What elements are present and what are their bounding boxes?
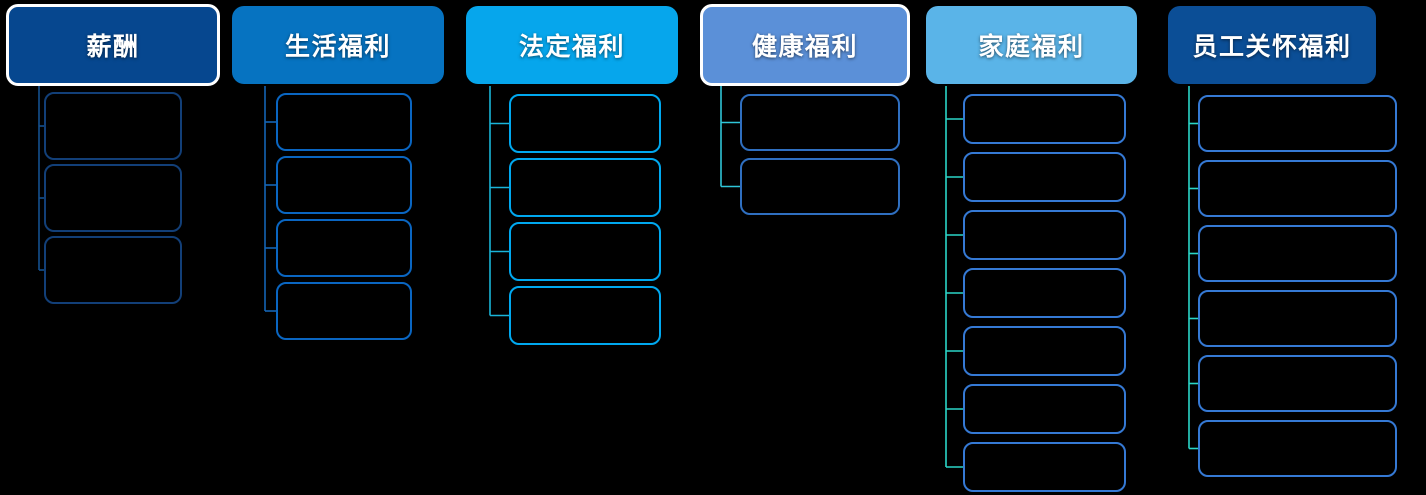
- category-header-label: 法定福利: [518, 33, 625, 61]
- category-column-3: 法定福利: [466, 0, 698, 495]
- benefit-item-label: [278, 158, 410, 212]
- benefit-item-box[interactable]: [44, 92, 182, 160]
- benefit-item-label: [1200, 422, 1395, 475]
- category-header-label: 薪酬: [86, 33, 140, 61]
- category-header-col-statutory-benefits[interactable]: 法定福利: [466, 6, 678, 84]
- benefit-item-box[interactable]: [1198, 420, 1397, 477]
- benefit-item-label: [965, 386, 1124, 432]
- benefit-item-label: [46, 94, 180, 158]
- category-column-2: 生活福利: [232, 0, 464, 495]
- benefit-item-box[interactable]: [509, 286, 661, 345]
- benefit-item-box[interactable]: [276, 93, 412, 151]
- benefit-item-label: [1200, 162, 1395, 215]
- benefit-item-box[interactable]: [740, 158, 900, 215]
- category-header-label: 员工关怀福利: [1192, 33, 1352, 61]
- category-column-1: 薪酬: [6, 0, 240, 495]
- benefit-item-label: [278, 221, 410, 275]
- benefit-item-label: [1200, 227, 1395, 280]
- category-header-col-employee-care-benefits[interactable]: 员工关怀福利: [1168, 6, 1376, 84]
- benefit-item-box[interactable]: [509, 94, 661, 153]
- benefit-item-box[interactable]: [44, 164, 182, 232]
- benefit-item-box[interactable]: [509, 158, 661, 217]
- category-header-col-family-benefits[interactable]: 家庭福利: [926, 6, 1137, 84]
- category-column-6: 员工关怀福利: [1168, 0, 1396, 495]
- benefit-item-box[interactable]: [276, 282, 412, 340]
- benefit-item-box[interactable]: [963, 152, 1126, 202]
- benefit-item-box[interactable]: [963, 268, 1126, 318]
- category-header-col-health-benefits[interactable]: 健康福利: [700, 4, 910, 86]
- benefit-item-label: [965, 154, 1124, 200]
- benefit-item-label: [1200, 292, 1395, 345]
- benefit-item-box[interactable]: [963, 94, 1126, 144]
- benefit-item-label: [965, 212, 1124, 258]
- benefit-item-box[interactable]: [963, 326, 1126, 376]
- benefit-item-box[interactable]: [1198, 160, 1397, 217]
- benefit-item-box[interactable]: [1198, 290, 1397, 347]
- benefit-item-label: [1200, 97, 1395, 150]
- benefit-item-box[interactable]: [740, 94, 900, 151]
- benefit-item-box[interactable]: [963, 442, 1126, 492]
- category-header-label: 健康福利: [751, 33, 858, 61]
- benefit-item-label: [46, 166, 180, 230]
- category-header-label: 家庭福利: [978, 33, 1085, 61]
- benefit-item-label: [511, 224, 659, 279]
- benefit-item-box[interactable]: [44, 236, 182, 304]
- category-header-col-salary[interactable]: 薪酬: [6, 4, 220, 86]
- benefit-item-box[interactable]: [963, 384, 1126, 434]
- benefit-item-box[interactable]: [963, 210, 1126, 260]
- benefit-item-label: [511, 160, 659, 215]
- benefit-item-label: [965, 270, 1124, 316]
- benefit-item-label: [278, 284, 410, 338]
- benefit-item-label: [46, 238, 180, 302]
- benefit-item-label: [965, 96, 1124, 142]
- benefit-item-label: [742, 160, 898, 213]
- benefit-item-box[interactable]: [1198, 355, 1397, 412]
- benefit-item-label: [1200, 357, 1395, 410]
- benefit-item-label: [278, 95, 410, 149]
- benefit-item-box[interactable]: [1198, 225, 1397, 282]
- benefit-item-label: [511, 96, 659, 151]
- category-column-4: 健康福利: [700, 0, 930, 495]
- benefit-item-label: [511, 288, 659, 343]
- benefit-item-box[interactable]: [276, 156, 412, 214]
- category-header-col-life-benefits[interactable]: 生活福利: [232, 6, 444, 84]
- benefit-item-label: [965, 328, 1124, 374]
- category-column-5: 家庭福利: [926, 0, 1157, 495]
- benefit-item-label: [965, 444, 1124, 490]
- benefit-item-box[interactable]: [509, 222, 661, 281]
- category-header-label: 生活福利: [284, 33, 391, 61]
- benefit-item-box[interactable]: [1198, 95, 1397, 152]
- benefit-item-label: [742, 96, 898, 149]
- benefit-item-box[interactable]: [276, 219, 412, 277]
